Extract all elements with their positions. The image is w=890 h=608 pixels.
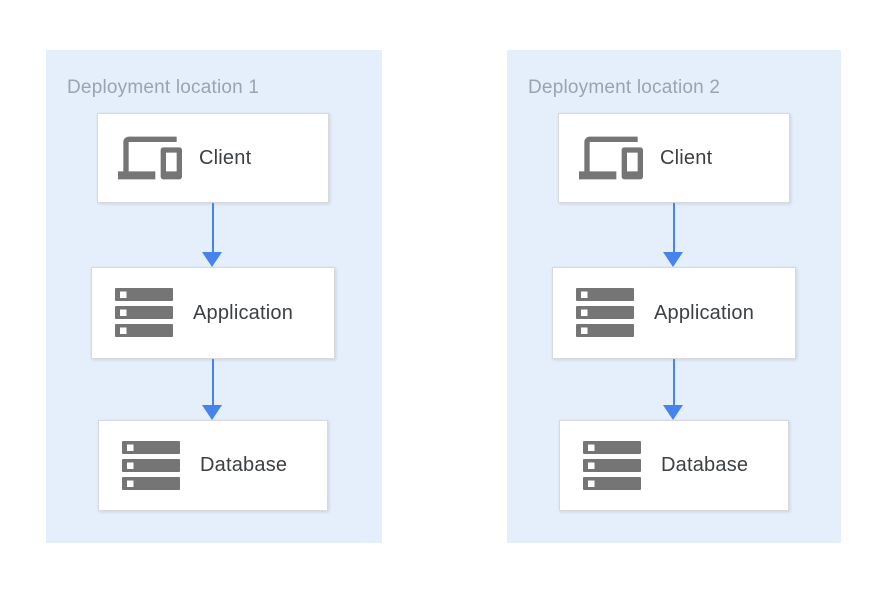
arrow-line <box>211 203 214 254</box>
arrow-line <box>672 203 675 254</box>
panel-title: Deployment location 1 <box>67 77 260 98</box>
server-stack-icon <box>573 281 637 345</box>
flow-arrow-client-to-application <box>663 203 684 267</box>
server-stack-icon <box>112 281 176 345</box>
flow-arrow-application-to-database <box>663 359 684 420</box>
node-label: Database <box>200 454 288 476</box>
database-node: Database <box>559 420 789 511</box>
node-label: Application <box>654 301 755 324</box>
client-node: Client <box>558 113 790 203</box>
database-node: Database <box>98 420 328 511</box>
node-label: Client <box>660 146 713 169</box>
client-node: Client <box>97 113 329 203</box>
flow-arrow-application-to-database <box>202 359 223 420</box>
arrow-line <box>672 359 675 407</box>
arrow-head-icon <box>663 405 683 420</box>
devices-icon <box>118 126 182 190</box>
node-label: Application <box>193 301 294 324</box>
node-label: Client <box>199 146 252 169</box>
panel-title: Deployment location 2 <box>528 77 721 98</box>
arrow-head-icon <box>202 252 222 267</box>
arrow-line <box>211 359 214 407</box>
deployment-location-1-group: Deployment location 1 Client Application <box>46 50 382 543</box>
devices-icon <box>579 126 643 190</box>
arrow-head-icon <box>663 252 683 267</box>
server-stack-icon <box>119 434 183 498</box>
node-label: Database <box>661 454 749 476</box>
application-node: Application <box>91 267 335 359</box>
flow-arrow-client-to-application <box>202 203 223 267</box>
arrow-head-icon <box>202 405 222 420</box>
application-node: Application <box>552 267 796 359</box>
deployment-location-2-group: Deployment location 2 Client Application <box>507 50 841 543</box>
server-stack-icon <box>580 434 644 498</box>
